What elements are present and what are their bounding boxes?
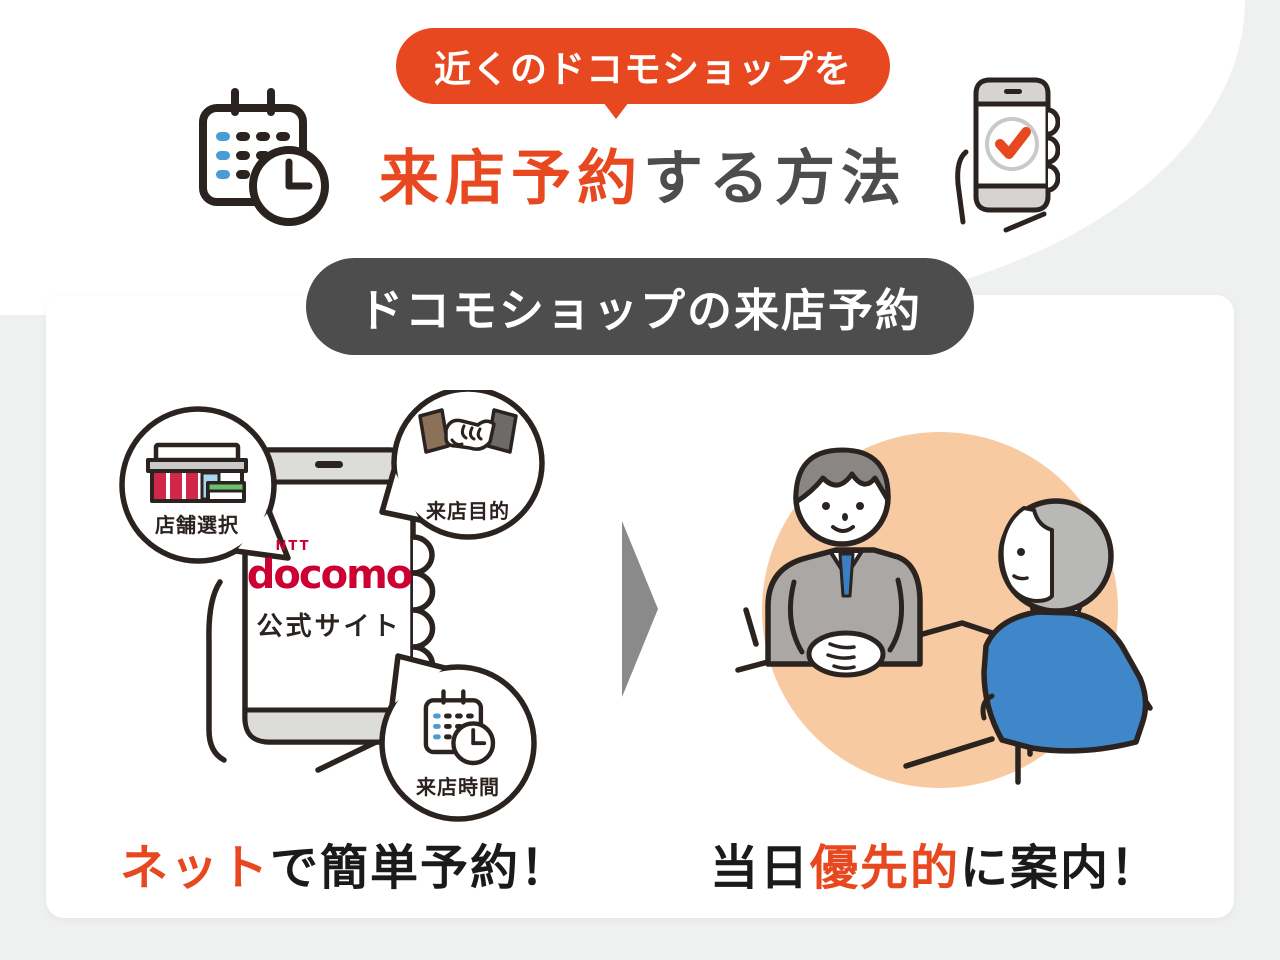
hand-fingers [1045,107,1060,193]
docomo-logo: NTT docomo [246,540,413,598]
visit-caption-pre: 当日 [709,840,810,896]
visit-time-bubble [379,653,537,822]
reservation-card: NTT docomo 公式サイト 店舗選択 来店目的 来店時間 [46,295,1234,918]
phone-checkmark-icon [955,77,1060,233]
section-pill-label: ドコモショップの来店予約 [357,284,923,337]
table-edge [909,620,1007,640]
phone-reservation-illustration: NTT docomo 公式サイト 店舗選択 来店目的 来店時間 [110,390,580,850]
visit-caption: 当日優先的に案内！ [710,828,1160,898]
title-highlight: 来店予約 [379,144,643,214]
visit-time-label: 来店時間 [416,775,500,799]
section-pill: ドコモショップの来店予約 [305,258,975,355]
title-rest: する方法 [643,144,907,214]
official-site-label: 公式サイト [256,612,402,642]
header-bubble-label: 近くのドコモショップを [434,48,852,91]
hand-fingers [410,534,436,687]
counter-guidance-illustration [700,410,1180,830]
visit-purpose-label: 来店目的 [426,499,510,523]
header: 近くのドコモショップを 来店予約する方法 [0,0,1280,300]
store-select-label: 店舗選択 [155,513,239,537]
reserve-caption: ネットで簡単予約！ [120,828,570,898]
hand-thumb [955,149,969,225]
visit-caption-highlight: 優先的 [809,840,961,896]
page-title: 来店予約する方法 [379,130,907,217]
docomo-ntt-label: NTT [275,539,311,554]
store-select-bubble [119,406,291,564]
speech-bubble-tail [603,102,630,119]
visit-caption-post: に案内！ [960,840,1161,896]
docomo-wordmark: docomo [246,552,413,598]
header-speech-bubble: 近くのドコモショップを [396,28,890,119]
handshake-icon [418,408,518,454]
visit-purpose-bubble [379,390,545,540]
table-near-edge [903,736,995,769]
calendar-clock-icon [185,82,330,234]
staff-chair [735,607,771,673]
flow-arrow-icon [622,521,658,697]
clasped-hands [806,630,886,678]
smartphone [242,447,416,745]
reserve-caption-highlight: ネット [119,840,270,896]
reserve-caption-rest: で簡単予約！ [270,840,571,896]
staff-person [765,447,923,678]
staff-hair [793,447,891,505]
hand-thumb [206,579,227,763]
customer-person [980,498,1149,754]
checkmark [995,127,1031,159]
necktie [838,552,855,598]
storefront-icon [146,442,248,503]
